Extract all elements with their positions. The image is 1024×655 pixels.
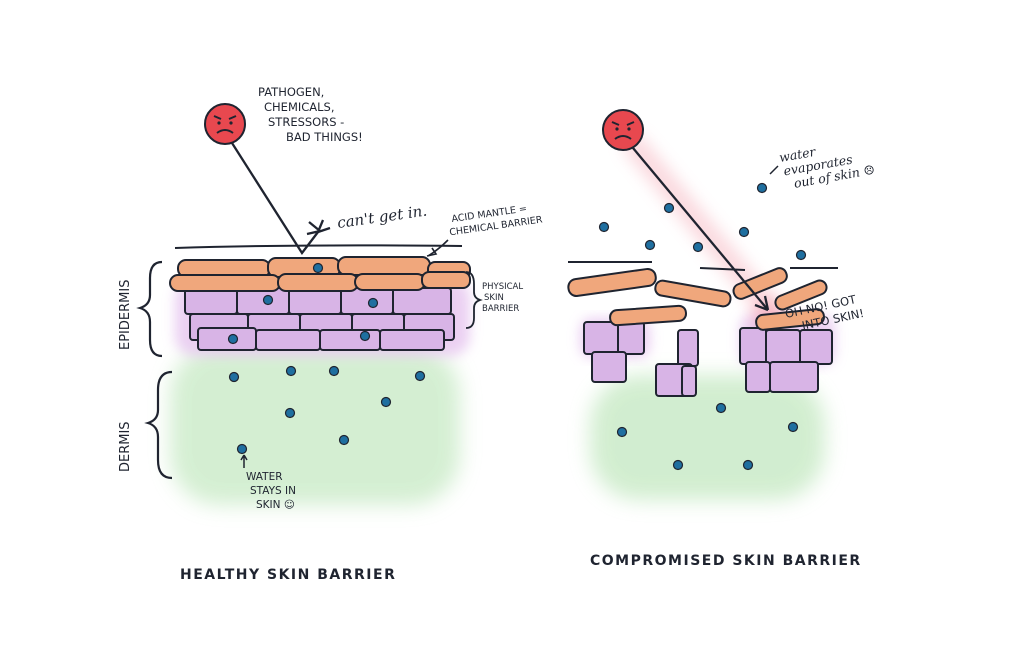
epidermis-label: EPIDERMIS	[118, 280, 133, 350]
pathogen-label: PATHOGEN, CHEMICALS, STRESSORS - BAD THI…	[258, 85, 363, 144]
healthy-caption: HEALTHY SKIN BARRIER	[180, 567, 396, 583]
skin-surface-line	[174, 244, 463, 249]
compromised-water-droplets	[598, 182, 807, 471]
angry-face-icon	[602, 109, 644, 151]
physical-barrier-brace	[465, 271, 483, 329]
dermis-label: DERMIS	[118, 421, 133, 472]
angry-face-icon	[204, 103, 246, 145]
pathogen-arrow	[231, 142, 319, 256]
evaporate-pointer	[769, 165, 779, 175]
acid-mantle-label: ACID MANTLE = CHEMICAL BARRIER	[447, 202, 544, 239]
compromised-cells	[583, 321, 833, 397]
water-droplets	[227, 262, 426, 455]
acid-mantle-pointer	[427, 239, 449, 257]
compromised-dermis-layer	[590, 375, 825, 500]
evaporate-label: water evaporates out of skin ☹	[778, 134, 876, 192]
penetrating-arrow	[632, 147, 769, 311]
dermis-layer	[170, 345, 460, 505]
deflect-arrowhead	[306, 221, 323, 236]
healthy-panel: PATHOGEN, CHEMICALS, STRESSORS - BAD THI…	[118, 85, 544, 583]
water-stays-label: WATER STAYS IN SKIN ☺	[246, 471, 299, 511]
epidermis-brace	[136, 260, 163, 358]
acid-mantle-scales	[169, 256, 471, 292]
physical-barrier-label: PHYSICAL SKIN BARRIER	[482, 282, 526, 314]
compromised-caption: COMPROMISED SKIN BARRIER	[590, 553, 862, 569]
dermis-brace	[144, 370, 173, 480]
compromised-scales	[567, 267, 828, 331]
compromised-panel: water evaporates out of skin ☹ OH NO! GO…	[567, 109, 876, 569]
water-pointer	[240, 454, 248, 468]
epidermis-cells	[184, 287, 455, 351]
deflect-label: can't get in.	[336, 202, 428, 232]
